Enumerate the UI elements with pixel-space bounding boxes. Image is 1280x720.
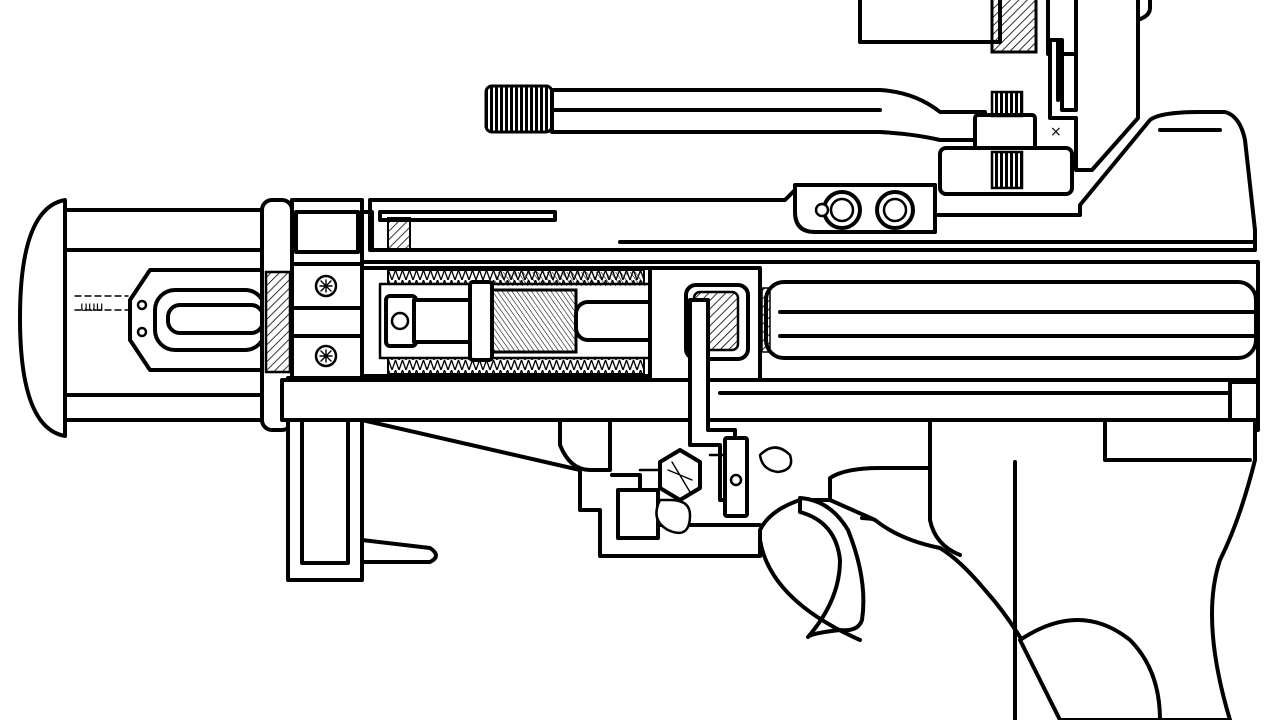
- hex-nut-icon: [658, 448, 702, 502]
- trigger-guard: [758, 538, 862, 642]
- cross-mark: ×: [1050, 124, 1062, 140]
- bolt-right-icon: [875, 190, 915, 230]
- receiver: [368, 110, 1257, 252]
- rear-sight-rod: [484, 84, 987, 142]
- pistol-grip: [828, 418, 1257, 720]
- screw-bottom-icon: [314, 344, 338, 368]
- barrel-slot: [128, 268, 272, 372]
- sight-bracket: [1048, 0, 1140, 172]
- bolt-left-icon: [822, 190, 862, 230]
- sight-adjust-screw: ×: [938, 90, 1074, 196]
- gauge-mark: uuu: [80, 300, 103, 315]
- muzzle-cap: uuu: [18, 198, 129, 438]
- screw-top-icon: [314, 274, 338, 298]
- front-collar: [260, 198, 411, 432]
